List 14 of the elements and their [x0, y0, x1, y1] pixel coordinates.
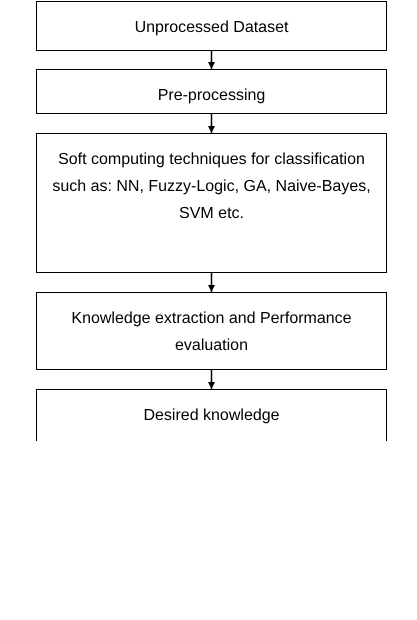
arrow [208, 273, 215, 292]
box-label: Knowledge extraction and Performance evaluation [70, 309, 353, 356]
box-label: Desired knowledge [143, 406, 280, 426]
process-box [36, 69, 387, 114]
box-label: Pre-processing [158, 86, 266, 106]
arrow [208, 114, 215, 133]
process-box [36, 133, 387, 273]
box-label: Soft computing techniques for classification such as: NN, Fuzzy-Logic, GA, Naive-Bayes, SVM etc. [51, 150, 372, 224]
process-box [36, 1, 387, 51]
arrow [208, 370, 215, 389]
box-label: Unprocessed Dataset [134, 18, 288, 38]
process-box [36, 389, 387, 441]
process-box [36, 292, 387, 370]
arrow [208, 51, 215, 69]
